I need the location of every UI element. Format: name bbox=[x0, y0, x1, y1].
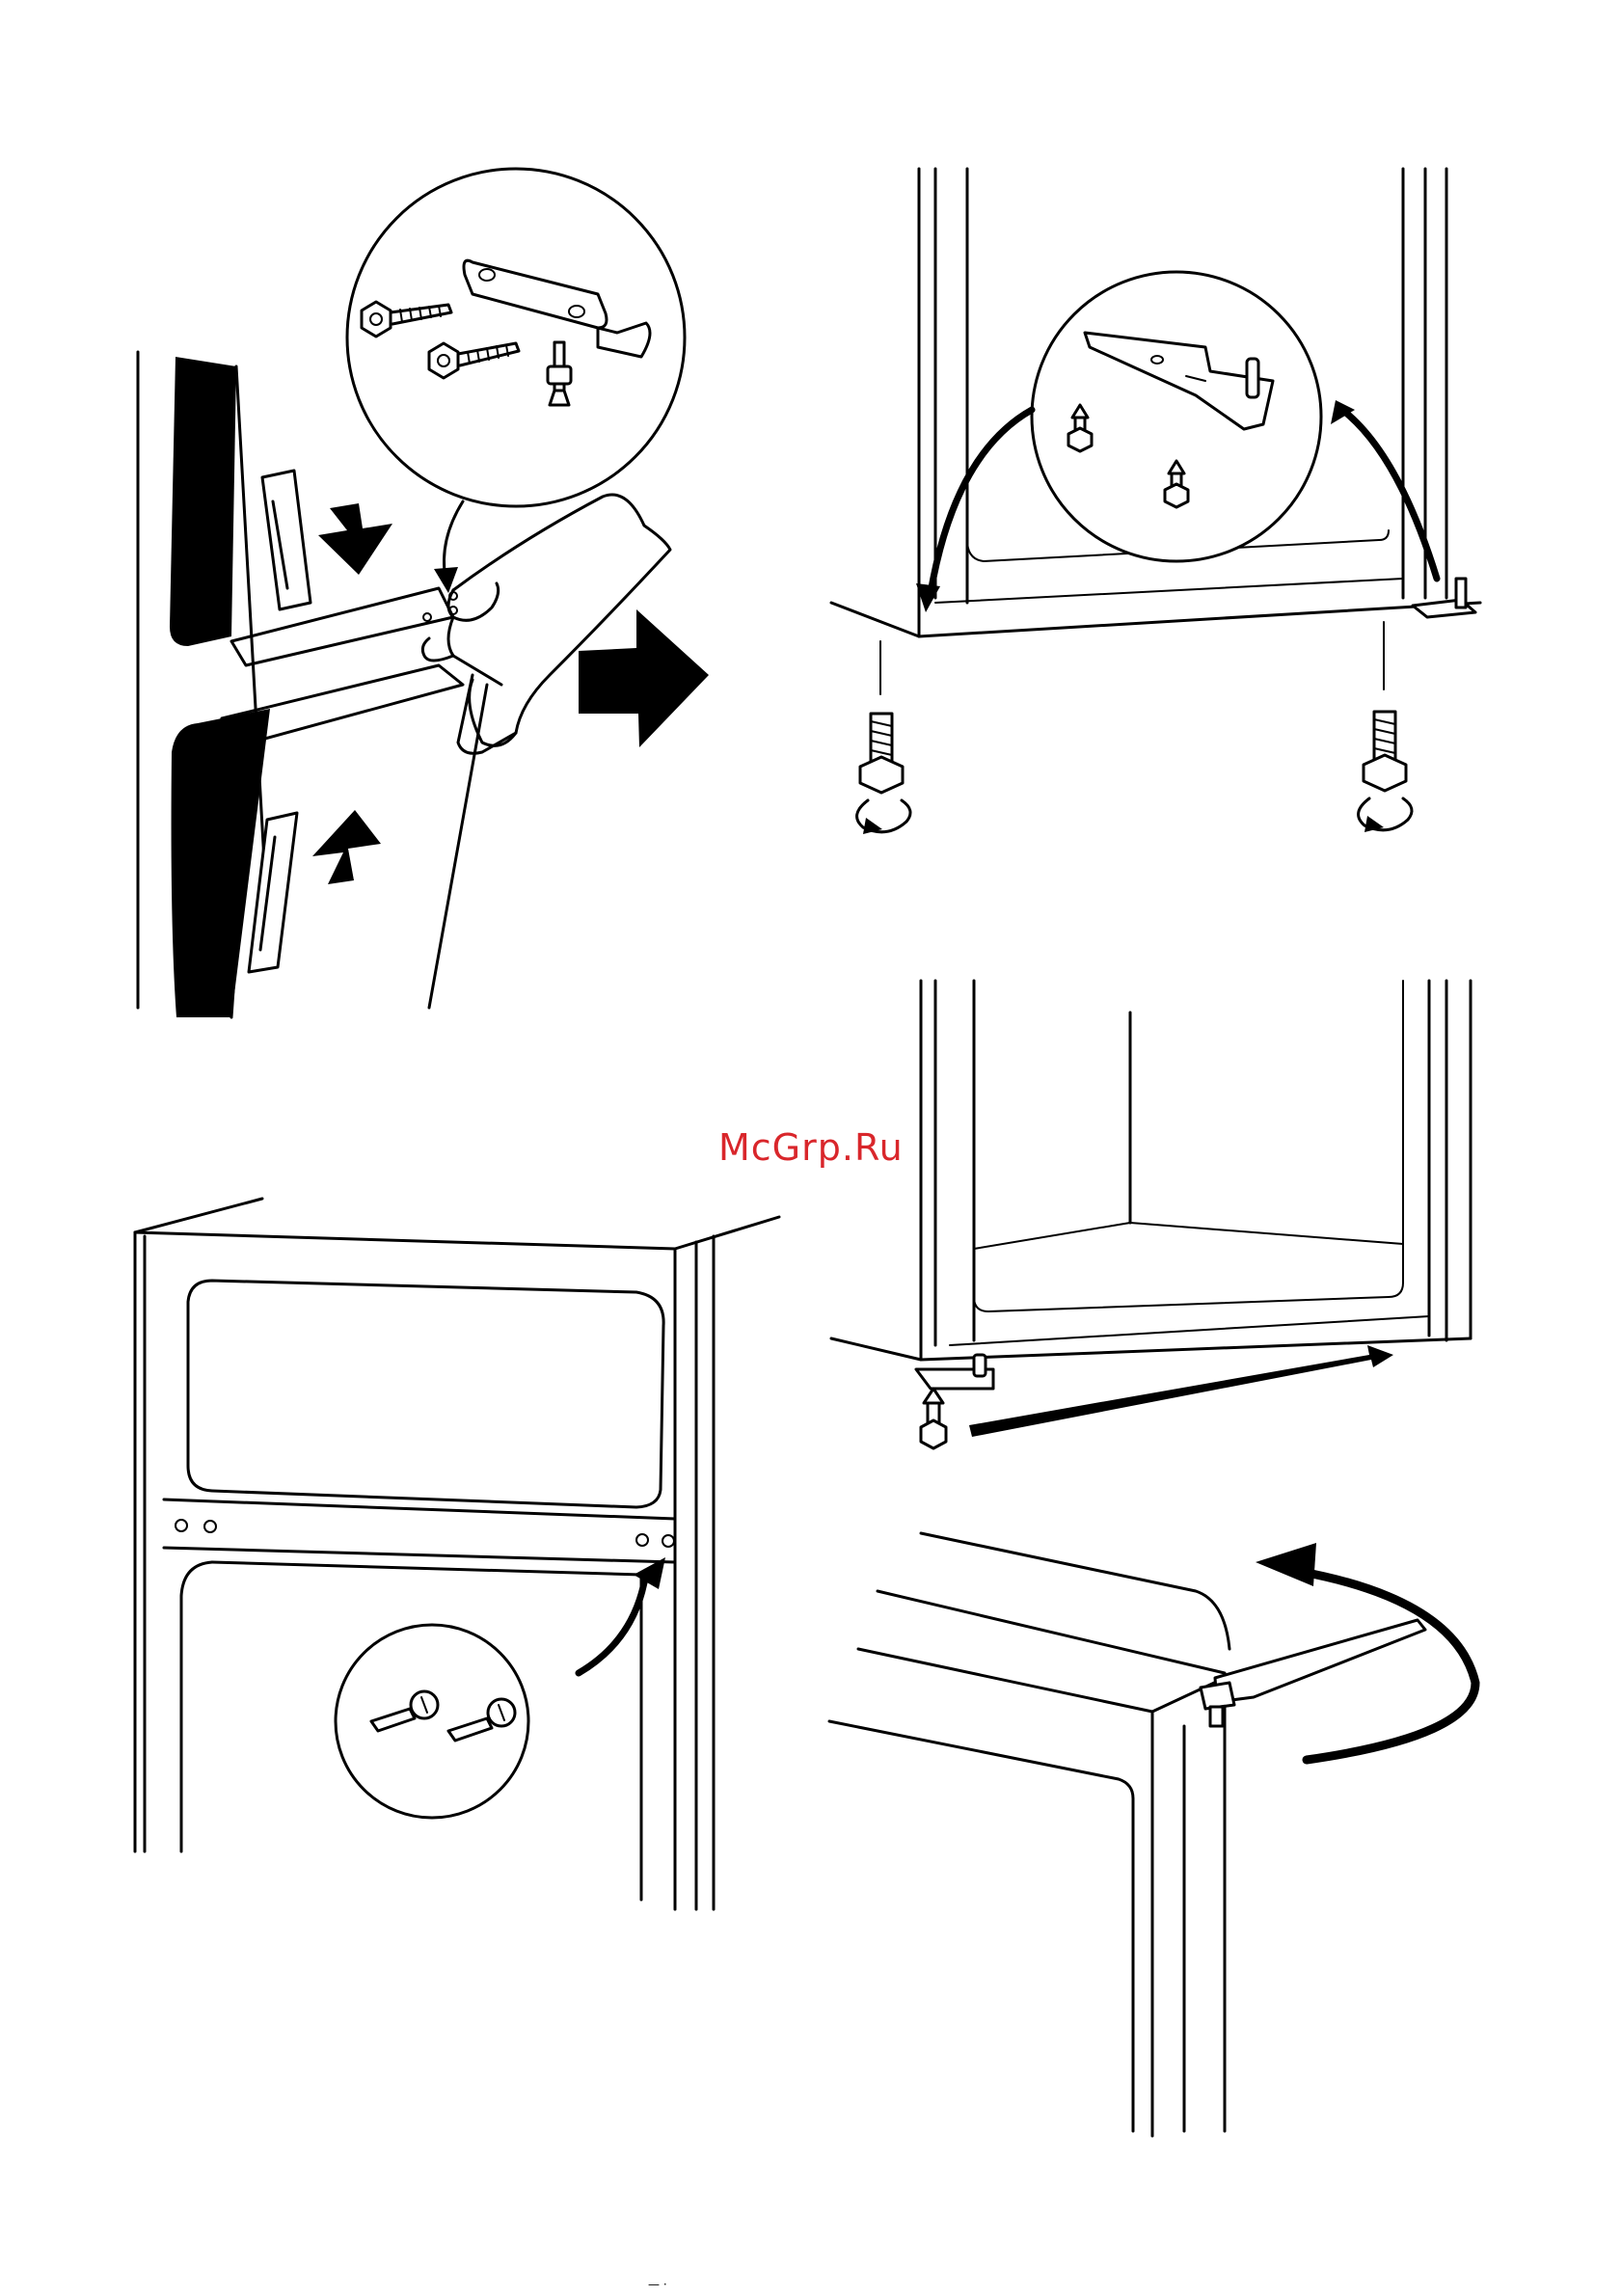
figure-bottom-hinge-and-feet bbox=[831, 169, 1480, 834]
figure-hinge-hole-plugs bbox=[135, 1199, 779, 1909]
figure-top-hinge-rotation bbox=[829, 1533, 1475, 2136]
figure-bottom-hinge-relocation bbox=[831, 981, 1471, 1448]
page-footer-mark: — · bbox=[648, 2278, 667, 2291]
watermark: McGrp.Ru bbox=[718, 1126, 904, 1169]
figure-door-hinge-removal bbox=[138, 169, 709, 1017]
